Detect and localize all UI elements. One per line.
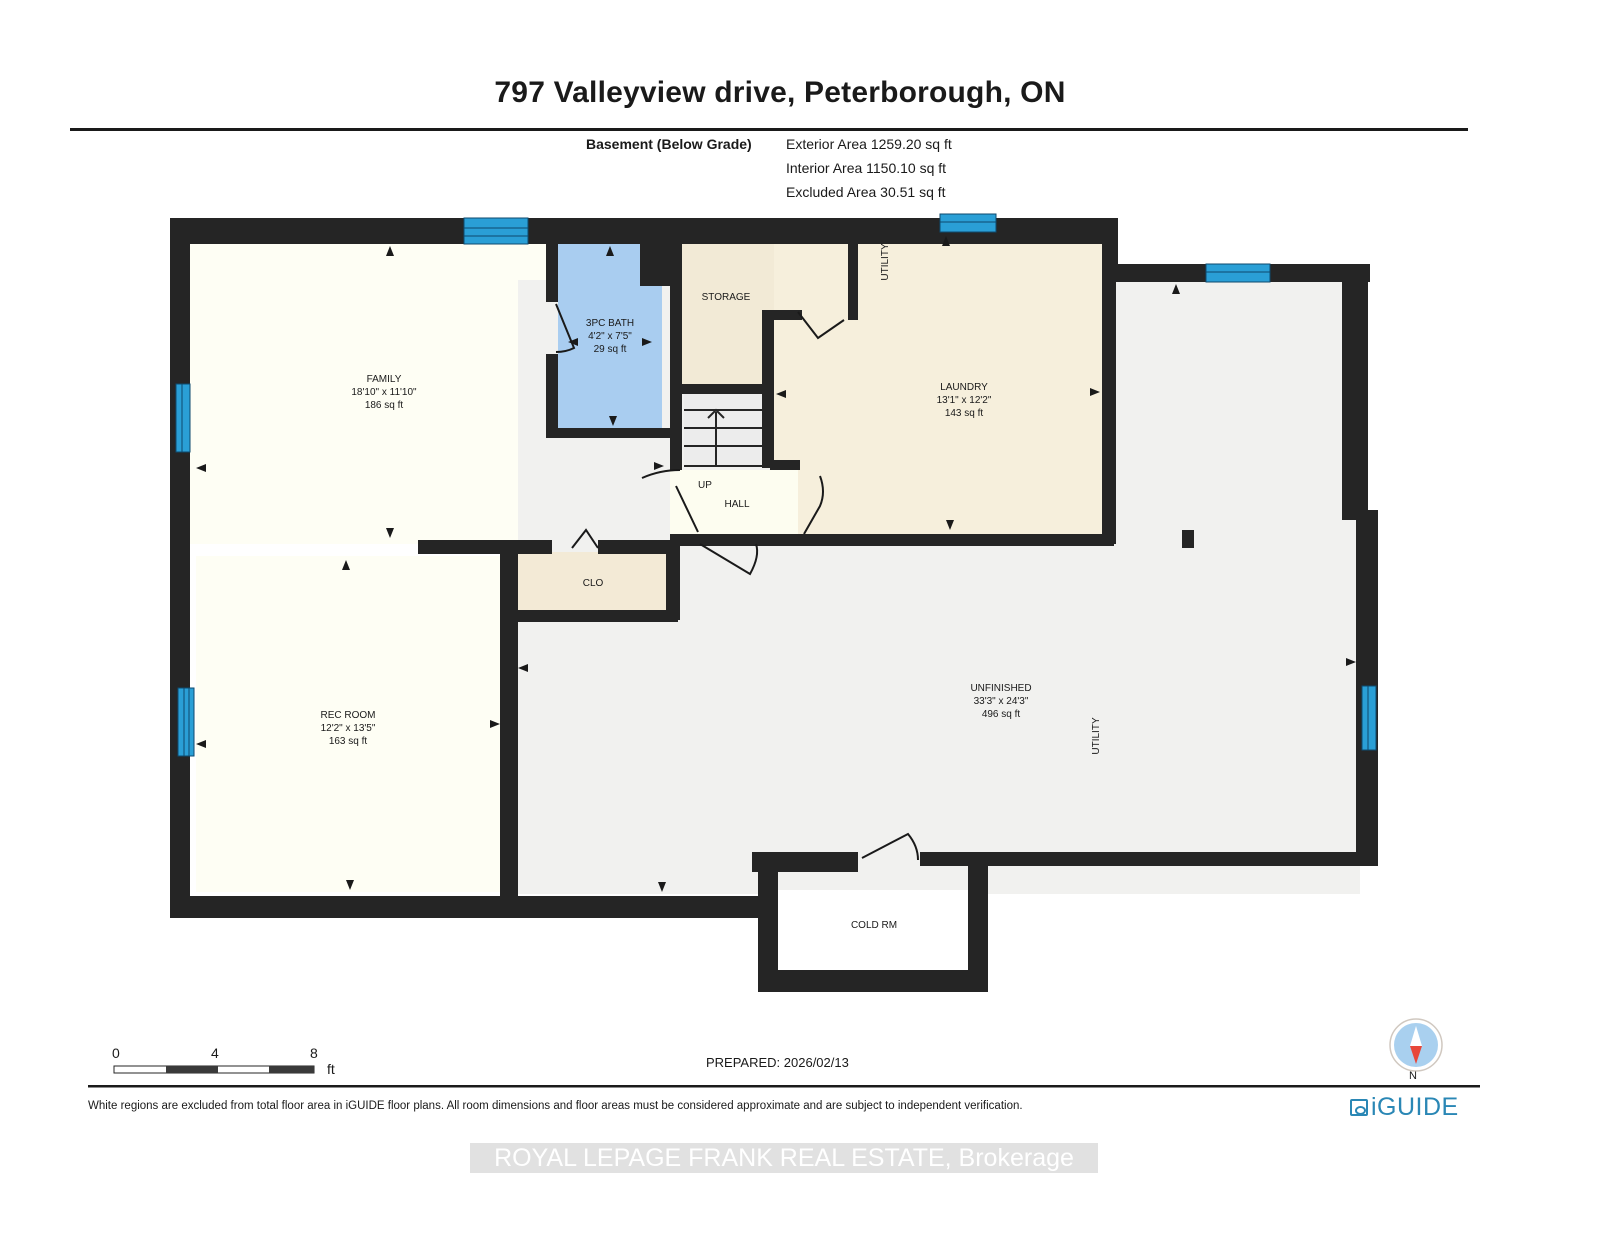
svg-text:33'3" x 24'3": 33'3" x 24'3" — [974, 696, 1029, 707]
scale-unit: ft — [327, 1061, 335, 1077]
room-cold-fill — [778, 890, 970, 970]
svg-text:LAUNDRY: LAUNDRY — [940, 382, 988, 393]
interior-area: Interior Area 1150.10 sq ft — [786, 160, 947, 176]
svg-text:186 sq ft: 186 sq ft — [365, 400, 404, 411]
svg-text:12'2" x 13'5": 12'2" x 13'5" — [321, 723, 376, 734]
room-family-area: 186 sq ft — [365, 400, 404, 411]
scale-bar — [113, 1065, 315, 1074]
room-laundry-dims: 13'1" x 12'2" — [937, 395, 992, 406]
svg-text:143 sq ft: 143 sq ft — [945, 408, 984, 419]
room-unfinished-name: UNFINISHED — [970, 683, 1031, 694]
utility-label-lower: UTILITY — [1091, 717, 1102, 755]
iguide-logo: iGUIDE — [1350, 1093, 1459, 1122]
floor-label: Basement (Below Grade) — [586, 136, 752, 152]
svg-text:COLD RM: COLD RM — [851, 920, 897, 931]
windows — [175, 213, 1377, 757]
excluded-area: Excluded Area 30.51 sq ft — [786, 184, 946, 200]
svg-text:496 sq ft: 496 sq ft — [982, 709, 1021, 720]
window-unfinished-top — [1205, 263, 1271, 283]
scale-tick-4: 4 — [211, 1045, 219, 1061]
svg-text:UTILITY: UTILITY — [880, 243, 891, 281]
room-labels: FAMILY 18'10" x 11'10" 186 sq ft 3PC BAT… — [321, 243, 1103, 931]
room-rec-area: 163 sq ft — [329, 736, 368, 747]
header-divider — [70, 128, 1468, 131]
room-laundry-name: LAUNDRY — [940, 382, 988, 393]
svg-text:FAMILY: FAMILY — [367, 374, 402, 385]
svg-text:UTILITY: UTILITY — [1091, 717, 1102, 755]
room-laundry-fill-ext — [856, 234, 1102, 324]
svg-text:4'2" x 7'5": 4'2" x 7'5" — [588, 331, 632, 342]
stairs-up-label: UP — [698, 480, 712, 491]
room-bath-name: 3PC BATH — [586, 318, 634, 329]
room-rec-name: REC ROOM — [321, 710, 376, 721]
room-unfinished-dims: 33'3" x 24'3" — [974, 696, 1029, 707]
brokerage-watermark: ROYAL LEPAGE FRANK REAL ESTATE, Brokerag… — [470, 1143, 1098, 1173]
room-rec-dims: 12'2" x 13'5" — [321, 723, 376, 734]
scale-tick-8: 8 — [310, 1045, 318, 1061]
room-cold-name: COLD RM — [851, 920, 897, 931]
iguide-camera-icon — [1350, 1099, 1368, 1116]
stair-fill — [684, 394, 768, 466]
disclaimer-text: White regions are excluded from total fl… — [88, 1100, 1023, 1112]
svg-text:HALL: HALL — [724, 499, 749, 510]
room-rec-fill — [196, 556, 500, 892]
prepared-date: PREPARED: 2026/02/13 — [706, 1055, 849, 1070]
svg-text:UP: UP — [698, 480, 712, 491]
exterior-area: Exterior Area 1259.20 sq ft — [786, 136, 952, 152]
dimension-markers — [196, 236, 1356, 892]
window-laundry-top — [939, 213, 997, 233]
window-rec-west — [177, 687, 195, 757]
window-family-west — [175, 383, 191, 453]
svg-text:REC ROOM: REC ROOM — [321, 710, 376, 721]
svg-text:18'10" x 11'10": 18'10" x 11'10" — [351, 387, 417, 398]
scale-tick-0: 0 — [112, 1045, 120, 1061]
room-fills — [188, 234, 1360, 970]
svg-text:STORAGE: STORAGE — [702, 292, 751, 303]
svg-text:163 sq ft: 163 sq ft — [329, 736, 368, 747]
room-family-name: FAMILY — [367, 374, 402, 385]
window-family-top — [463, 217, 529, 245]
svg-text:13'1" x 12'2": 13'1" x 12'2" — [937, 395, 992, 406]
room-storage-name: STORAGE — [702, 292, 751, 303]
svg-text:CLO: CLO — [583, 578, 604, 589]
room-bath-dims: 4'2" x 7'5" — [588, 331, 632, 342]
stairs — [684, 408, 768, 467]
svg-text:29 sq ft: 29 sq ft — [594, 344, 627, 355]
page-title: 797 Valleyview drive, Peterborough, ON — [494, 76, 1066, 109]
room-hall-fill — [670, 470, 798, 540]
room-clo-fill — [518, 552, 668, 614]
utility-label-upper: UTILITY — [880, 243, 891, 281]
room-laundry-area: 143 sq ft — [945, 408, 984, 419]
footer-divider — [88, 1085, 1480, 1088]
window-unfinished-east — [1361, 685, 1377, 751]
compass-icon — [1389, 1018, 1443, 1072]
door-swings — [555, 303, 919, 861]
svg-text:3PC BATH: 3PC BATH — [586, 318, 634, 329]
iguide-brand-text: iGUIDE — [1371, 1093, 1459, 1121]
room-clo-name: CLO — [583, 578, 604, 589]
compass-north-label: N — [1409, 1070, 1417, 1082]
room-bath-area: 29 sq ft — [594, 344, 627, 355]
svg-text:UNFINISHED: UNFINISHED — [970, 683, 1031, 694]
room-unfinished-area: 496 sq ft — [982, 709, 1021, 720]
room-hall-name: HALL — [724, 499, 749, 510]
room-family-dims: 18'10" x 11'10" — [351, 387, 417, 398]
